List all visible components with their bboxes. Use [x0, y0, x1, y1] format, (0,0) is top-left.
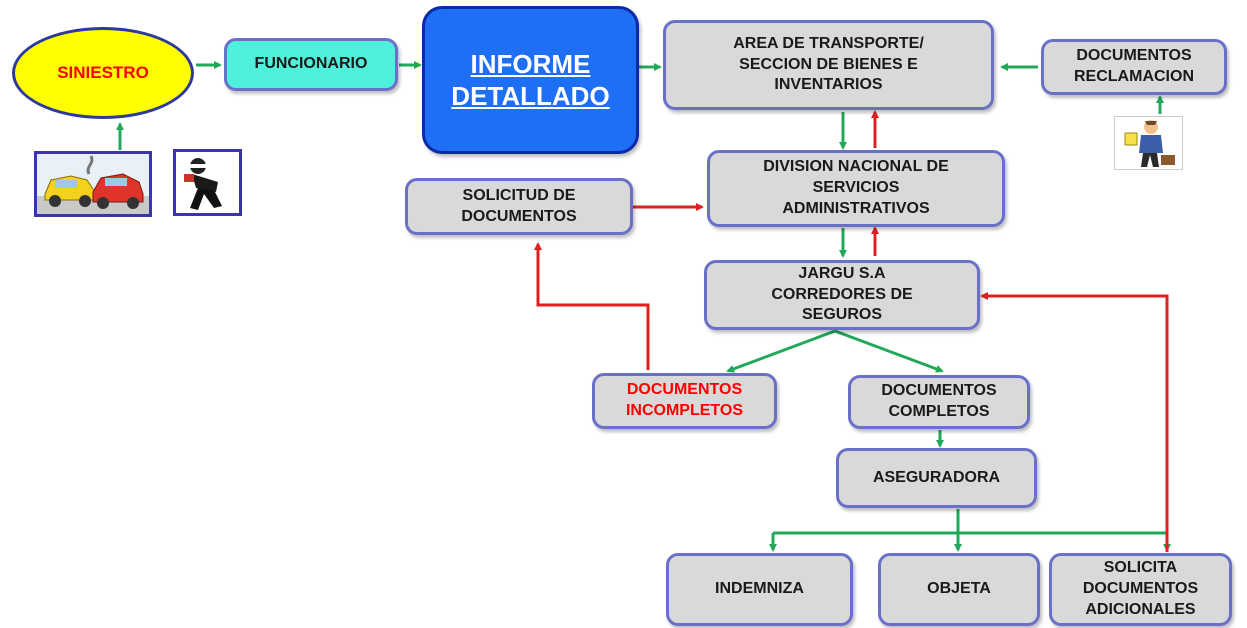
objeta-node: OBJETA: [878, 553, 1040, 626]
informe-node: INFORME DETALLADO: [422, 6, 639, 154]
car-crash-icon: [37, 154, 149, 214]
arrow-incompletos-solicitud: [534, 242, 650, 370]
jargu-node: JARGU S.A CORREDORES DE SEGUROS: [704, 260, 980, 330]
arrow-jargu-completos: [834, 329, 944, 373]
solicitud-label: SOLICITUD DE DOCUMENTOS: [461, 186, 577, 225]
arrow-jargu-incompletos: [726, 329, 836, 373]
indemniza-node: INDEMNIZA: [666, 553, 853, 626]
car-crash-picture: [34, 151, 152, 217]
area-node: AREA DE TRANSPORTE/ SECCION DE BIENES E …: [663, 20, 994, 110]
funcionario-node: FUNCIONARIO: [224, 38, 398, 91]
funcionario-label: FUNCIONARIO: [254, 55, 368, 73]
division-node: DIVISION NACIONAL DE SERVICIOS ADMINISTR…: [707, 150, 1005, 227]
division-label: DIVISION NACIONAL DE SERVICIOS ADMINISTR…: [763, 158, 949, 217]
reclamacion-label: DOCUMENTOS RECLAMACION: [1074, 47, 1194, 85]
reclamacion-node: DOCUMENTOS RECLAMACION: [1041, 39, 1227, 95]
thief-icon: [184, 158, 222, 210]
businessman-picture: [1114, 116, 1183, 170]
adicionales-node: SOLICITA DOCUMENTOS ADICIONALES: [1049, 553, 1232, 626]
businessman-icon: [1124, 120, 1175, 167]
area-label: AREA DE TRANSPORTE/ SECCION DE BIENES E …: [733, 34, 924, 94]
indemniza-label: INDEMNIZA: [715, 580, 804, 598]
completos-label: DOCUMENTOS COMPLETOS: [881, 382, 997, 420]
adicionales-label: SOLICITA DOCUMENTOS ADICIONALES: [1082, 559, 1199, 618]
aseguradora-label: ASEGURADORA: [872, 468, 1001, 486]
incompletos-node: DOCUMENTOS INCOMPLETOS: [592, 373, 777, 429]
jargu-label: JARGU S.A CORREDORES DE SEGUROS: [771, 264, 913, 324]
completos-node: DOCUMENTOS COMPLETOS: [848, 375, 1030, 429]
thief-picture: [173, 149, 242, 216]
siniestro-node: SINIESTRO: [12, 27, 194, 119]
arrow-adicionales-jargu: [980, 292, 1169, 552]
siniestro-label: SINIESTRO: [57, 63, 149, 82]
solicitud-node: SOLICITUD DE DOCUMENTOS: [405, 178, 633, 235]
incompletos-label: DOCUMENTOS INCOMPLETOS: [625, 381, 744, 419]
informe-label: INFORME DETALLADO: [451, 48, 610, 112]
aseguradora-node: ASEGURADORA: [836, 448, 1037, 508]
objeta-label: OBJETA: [927, 580, 991, 598]
